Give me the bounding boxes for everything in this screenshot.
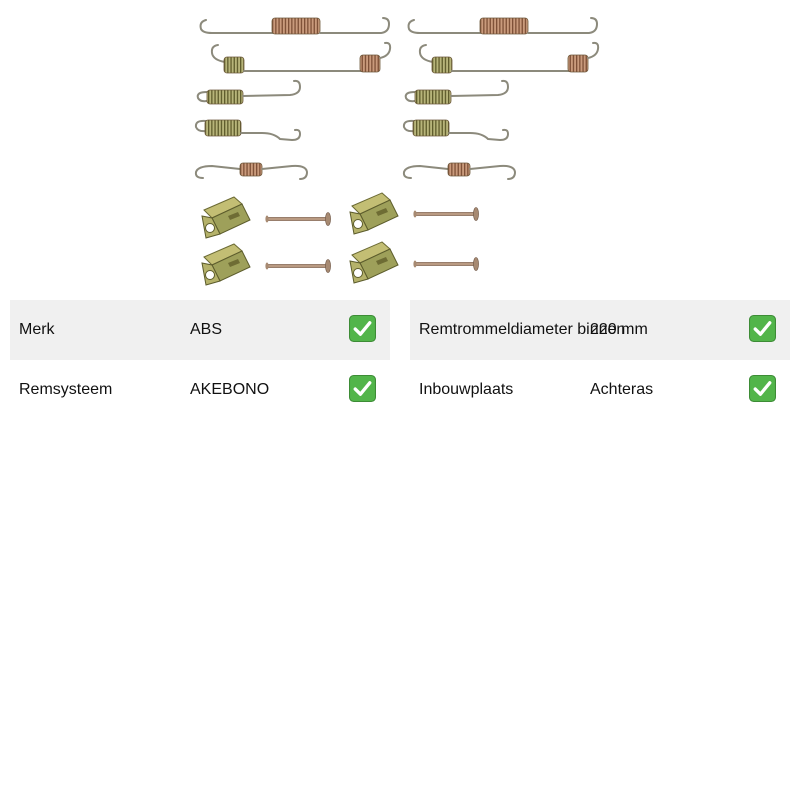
spec-value: Achteras xyxy=(590,381,654,398)
spec-table-left: Merk ABS Remsysteem AKEBONO xyxy=(10,300,390,420)
hold-down-pin-3 xyxy=(412,207,480,221)
spec-label: Remtrommeldiameter binnen xyxy=(419,321,626,338)
hold-down-clip-1 xyxy=(201,196,251,239)
brake-spring-kit-image xyxy=(194,17,600,286)
spring-set-right xyxy=(402,17,600,180)
spring-set-left xyxy=(194,17,392,180)
spec-value: 220 mm xyxy=(590,321,648,338)
hold-down-pin-4 xyxy=(412,257,480,271)
spec-label: Inbouwplaats xyxy=(419,381,514,398)
spec-value: ABS xyxy=(190,321,223,338)
check-icon xyxy=(349,375,376,402)
return-spring-double xyxy=(210,41,392,74)
spec-row: Remtrommeldiameter binnen 220 mm xyxy=(410,300,790,360)
spring-medium-1 xyxy=(196,79,301,105)
spec-label: Remsysteem xyxy=(19,381,113,398)
spring-short xyxy=(194,162,308,180)
hold-down-clip-3 xyxy=(349,192,399,235)
check-icon xyxy=(749,375,776,402)
hold-down-clip-4 xyxy=(349,241,399,284)
return-spring-long xyxy=(199,17,390,35)
spec-row: Merk ABS xyxy=(10,300,390,360)
spec-value: AKEBONO xyxy=(190,381,270,398)
spec-row: Inbouwplaats Achteras xyxy=(410,360,790,420)
check-icon xyxy=(749,315,776,342)
check-icon xyxy=(349,315,376,342)
spec-table-right: Remtrommeldiameter binnen 220 mm Inbouwp… xyxy=(410,300,790,420)
hold-down-pin-1 xyxy=(264,212,332,226)
spring-medium-2 xyxy=(194,119,301,141)
spec-label: Merk xyxy=(19,321,55,338)
hold-down-pin-2 xyxy=(264,259,332,273)
hold-down-clip-2 xyxy=(201,243,251,286)
spec-row: Remsysteem AKEBONO xyxy=(10,360,390,420)
